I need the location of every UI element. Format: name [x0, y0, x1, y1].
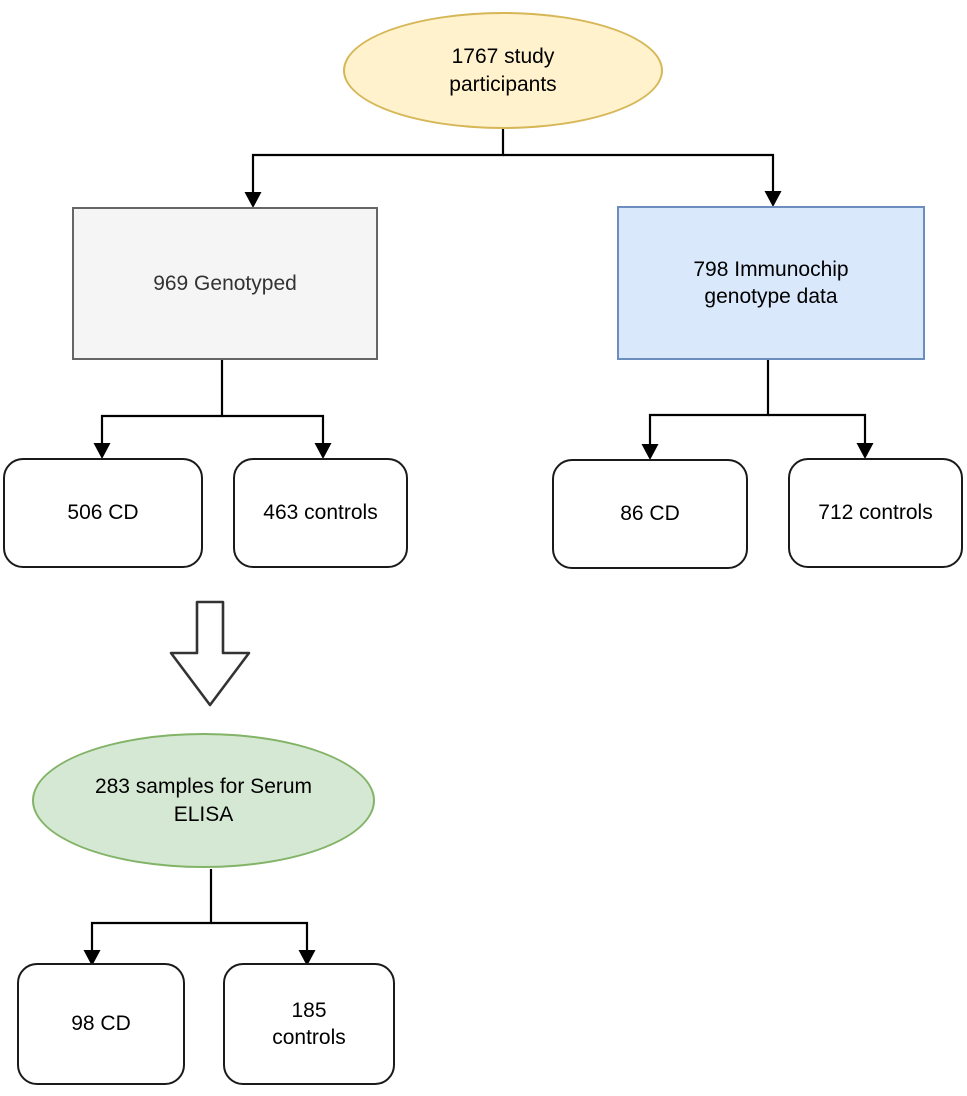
node-506-cd: 506 CD: [3, 458, 203, 568]
fat-down-arrow-icon: [169, 600, 251, 707]
edge-serum-controls185: [211, 921, 309, 952]
node-98-cd: 98 CD: [17, 963, 185, 1085]
arrowhead-controls463: [314, 443, 332, 459]
node-185-controls-label: 185 controls: [272, 998, 346, 1049]
node-study-participants: 1767 study participants: [343, 12, 663, 129]
edge-serum-cd98: [90, 869, 213, 952]
edge-genotyped-controls463: [222, 414, 325, 445]
node-185-controls: 185 controls: [223, 963, 395, 1085]
arrowhead-cd86: [641, 444, 659, 460]
node-serum-elisa-label: 283 samples for Serum ELISA: [94, 775, 313, 826]
node-98-cd-label: 98 CD: [71, 1012, 131, 1036]
node-serum-elisa: 283 samples for Serum ELISA: [32, 733, 375, 868]
node-506-cd-label: 506 CD: [67, 501, 139, 525]
node-86-cd-label: 86 CD: [620, 502, 680, 526]
node-712-controls: 712 controls: [788, 458, 963, 568]
node-immunochip: 798 Immunochip genotype data: [617, 206, 925, 360]
node-study-participants-label: 1767 study participants: [449, 45, 557, 96]
node-463-controls: 463 controls: [233, 458, 408, 568]
node-86-cd: 86 CD: [552, 459, 748, 569]
edge-immunochip-controls712: [768, 413, 867, 445]
arrowhead-cd506: [93, 443, 111, 459]
node-immunochip-label: 798 Immunochip genotype data: [693, 257, 849, 308]
node-712-controls-label: 712 controls: [818, 501, 933, 525]
node-genotyped: 969 Genotyped: [72, 207, 378, 360]
arrowhead-genotyped: [244, 192, 262, 208]
node-genotyped-label: 969 Genotyped: [153, 271, 297, 295]
arrowhead-immunochip: [764, 191, 782, 207]
node-463-controls-label: 463 controls: [263, 501, 378, 525]
edge-participants-immunochip: [503, 153, 775, 192]
edge-immunochip-cd86: [648, 360, 770, 446]
edge-genotyped-cd506: [100, 360, 224, 445]
arrowhead-controls712: [856, 443, 874, 459]
edge-participants-genotyped: [251, 129, 505, 193]
